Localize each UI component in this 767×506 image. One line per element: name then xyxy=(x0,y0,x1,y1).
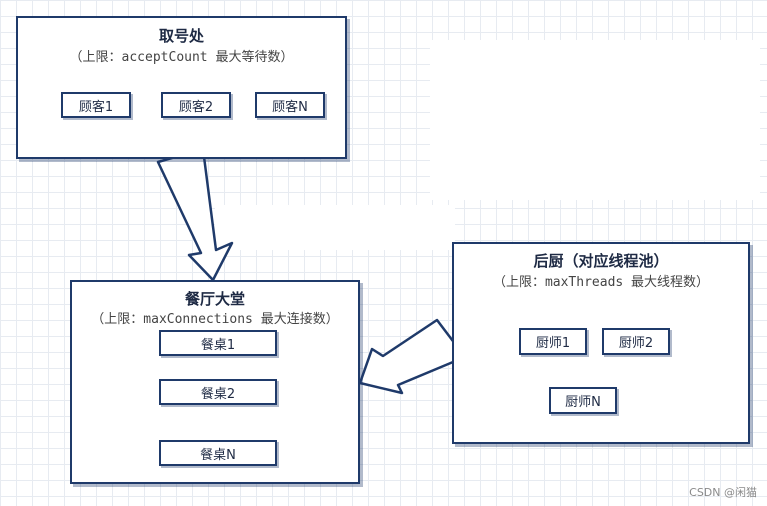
chef-chip-n: 厨师N xyxy=(549,387,617,414)
table-chip-2: 餐桌2 xyxy=(159,379,277,405)
kitchen-box: 后厨（对应线程池） （上限：maxThreads 最大线程数） 厨师1 厨师2 … xyxy=(452,242,750,444)
customer-chip-n: 顾客N xyxy=(255,92,325,118)
background-patch xyxy=(215,205,455,250)
ticket-office-subtitle: （上限：acceptCount 最大等待数） xyxy=(69,50,294,65)
table-chip-1: 餐桌1 xyxy=(159,330,277,356)
table-chip-n: 餐桌N xyxy=(159,440,277,466)
ticket-office-box: 取号处 （上限：acceptCount 最大等待数） 顾客1 顾客2 顾客N xyxy=(16,16,347,159)
chef-chip-1: 厨师1 xyxy=(519,328,587,355)
ticket-office-title: 取号处 xyxy=(158,27,204,45)
customer-chip-2: 顾客2 xyxy=(161,92,231,118)
kitchen-subtitle: （上限：maxThreads 最大线程数） xyxy=(492,275,710,290)
dining-hall-box: 餐厅大堂 （上限：maxConnections 最大连接数） 餐桌1 餐桌2 餐… xyxy=(70,280,360,484)
watermark: CSDN @闲猫 xyxy=(689,486,757,499)
kitchen-title: 后厨（对应线程池） xyxy=(533,252,669,270)
arrow-kitchen-to-hall xyxy=(358,318,467,395)
dining-hall-title: 餐厅大堂 xyxy=(184,290,245,308)
chef-chip-2: 厨师2 xyxy=(602,328,670,355)
arrow-queue-to-hall xyxy=(156,147,234,282)
customer-chip-1: 顾客1 xyxy=(61,92,131,118)
dining-hall-subtitle: （上限：maxConnections 最大连接数） xyxy=(91,312,339,327)
background-patch xyxy=(430,40,760,200)
